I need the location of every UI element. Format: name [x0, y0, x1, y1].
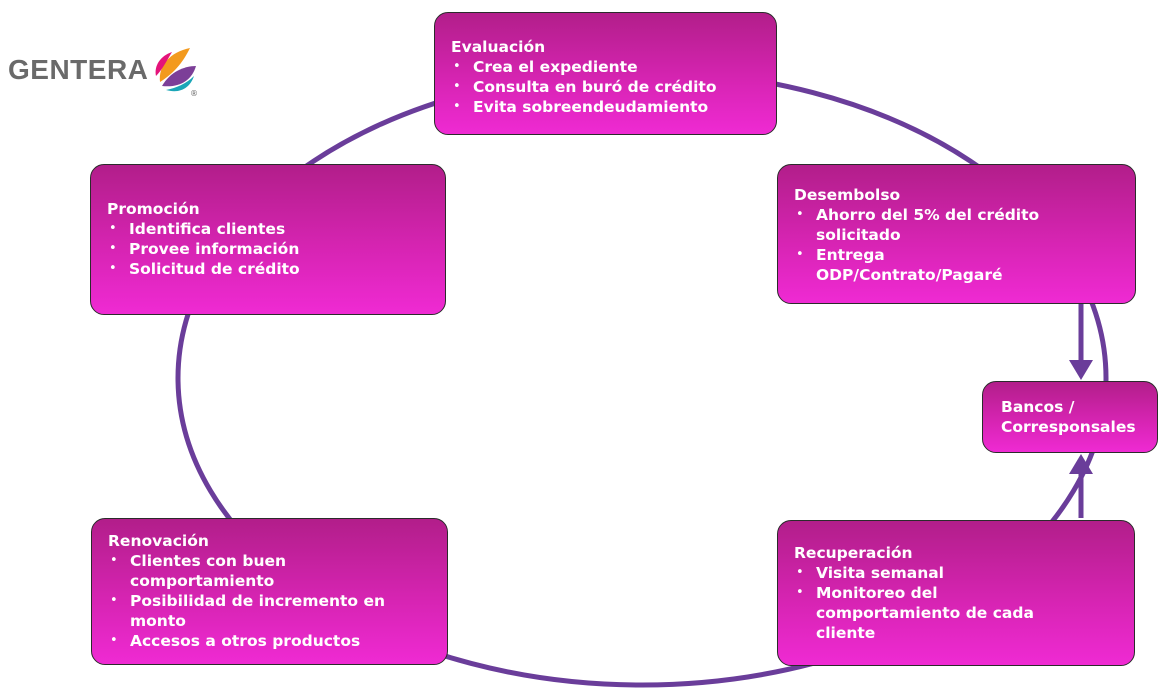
list-item: Accesos a otros productos [108, 631, 433, 651]
arrow-desembolso-to-bancos [1069, 304, 1093, 380]
node-recuperacion: Recuperación Visita semanal Monitoreo de… [777, 520, 1135, 666]
node-items: Clientes con buen comportamiento Posibil… [108, 551, 433, 651]
node-items: Visita semanal Monitoreo del comportamie… [794, 563, 1120, 643]
node-title: Recuperación [794, 544, 913, 562]
gentera-leaf-icon: ® [156, 48, 198, 98]
arrow-recuperacion-to-bancos [1069, 454, 1093, 518]
list-item: Clientes con buen comportamiento [108, 551, 340, 591]
node-renovacion: Renovación Clientes con buen comportamie… [91, 518, 448, 665]
gentera-logo: GENTERA ® [8, 40, 198, 100]
list-item: Ahorro del 5% del crédito solicitado [794, 205, 1106, 245]
node-desembolso: Desembolso Ahorro del 5% del crédito sol… [777, 164, 1136, 304]
list-item: Identifica clientes [107, 219, 431, 239]
list-item: Entrega ODP/Contrato/Pagaré [794, 245, 1036, 285]
node-items: Identifica clientes Provee información S… [107, 219, 431, 279]
list-item: Consulta en buró de crédito [451, 77, 762, 97]
list-item: Posibilidad de incremento en monto [108, 591, 430, 631]
list-item: Provee información [107, 239, 431, 259]
list-item: Monitoreo del comportamiento de cada cli… [794, 583, 1076, 643]
node-title: Renovación [108, 532, 209, 550]
node-title: Evaluación [451, 38, 546, 56]
node-items: Crea el expediente Consulta en buró de c… [451, 57, 762, 117]
list-item: Solicitud de crédito [107, 259, 431, 279]
list-item: Crea el expediente [451, 57, 762, 77]
list-item: Evita sobreendeudamiento [451, 97, 762, 117]
registered-mark: ® [190, 89, 198, 98]
list-item: Visita semanal [794, 563, 1120, 583]
node-promocion: Promoción Identifica clientes Provee inf… [90, 164, 446, 315]
node-title: Desembolso [794, 186, 901, 204]
node-label-line2: Corresponsales [1001, 418, 1136, 436]
node-label-line1: Bancos / [1001, 398, 1075, 416]
node-evaluacion: Evaluación Crea el expediente Consulta e… [434, 12, 777, 135]
node-title: Promoción [107, 200, 200, 218]
node-bancos-corresponsales: Bancos / Corresponsales [982, 381, 1158, 453]
logo-text: GENTERA [8, 54, 149, 85]
node-items: Ahorro del 5% del crédito solicitado Ent… [794, 205, 1121, 285]
